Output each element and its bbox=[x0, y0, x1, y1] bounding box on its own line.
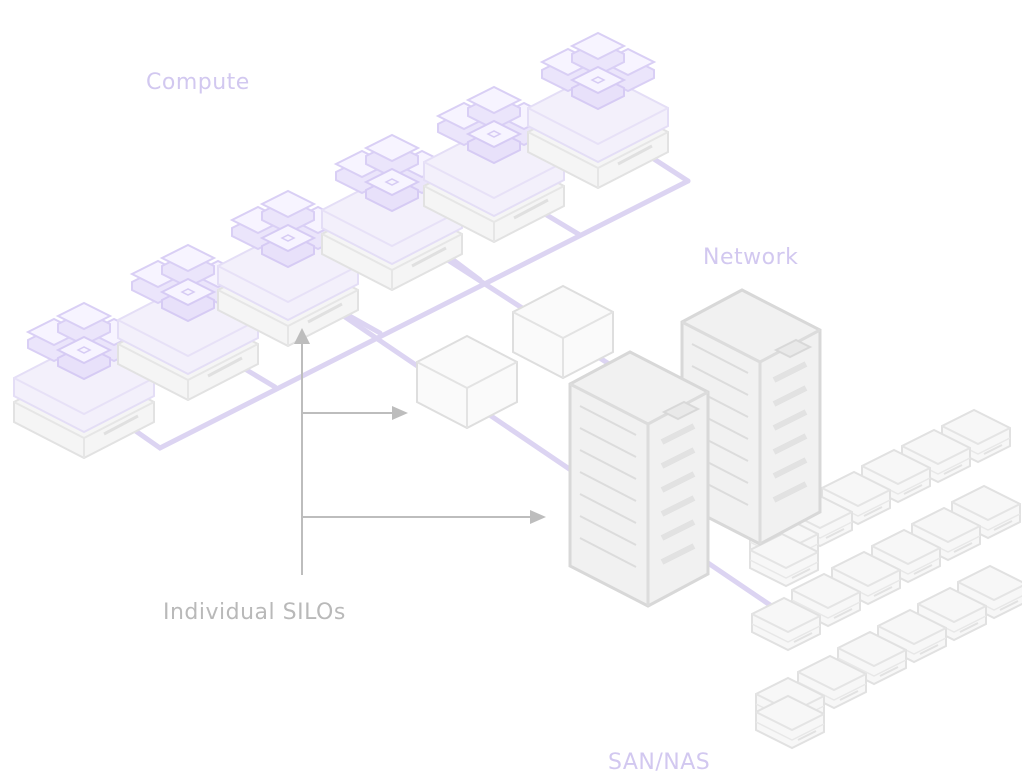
arrow-head-up bbox=[294, 328, 310, 344]
network-switch bbox=[512, 285, 614, 379]
network-switch bbox=[416, 335, 518, 429]
network-rack bbox=[570, 352, 708, 606]
silo-arrows bbox=[294, 328, 546, 575]
arrow-head-right bbox=[530, 510, 546, 524]
arrow-head-right bbox=[392, 406, 408, 420]
individual-silos-label: Individual SILOs bbox=[163, 600, 346, 625]
san-nas-label: SAN/NAS bbox=[608, 750, 711, 775]
network-label: Network bbox=[703, 245, 799, 270]
compute-label: Compute bbox=[146, 70, 250, 95]
